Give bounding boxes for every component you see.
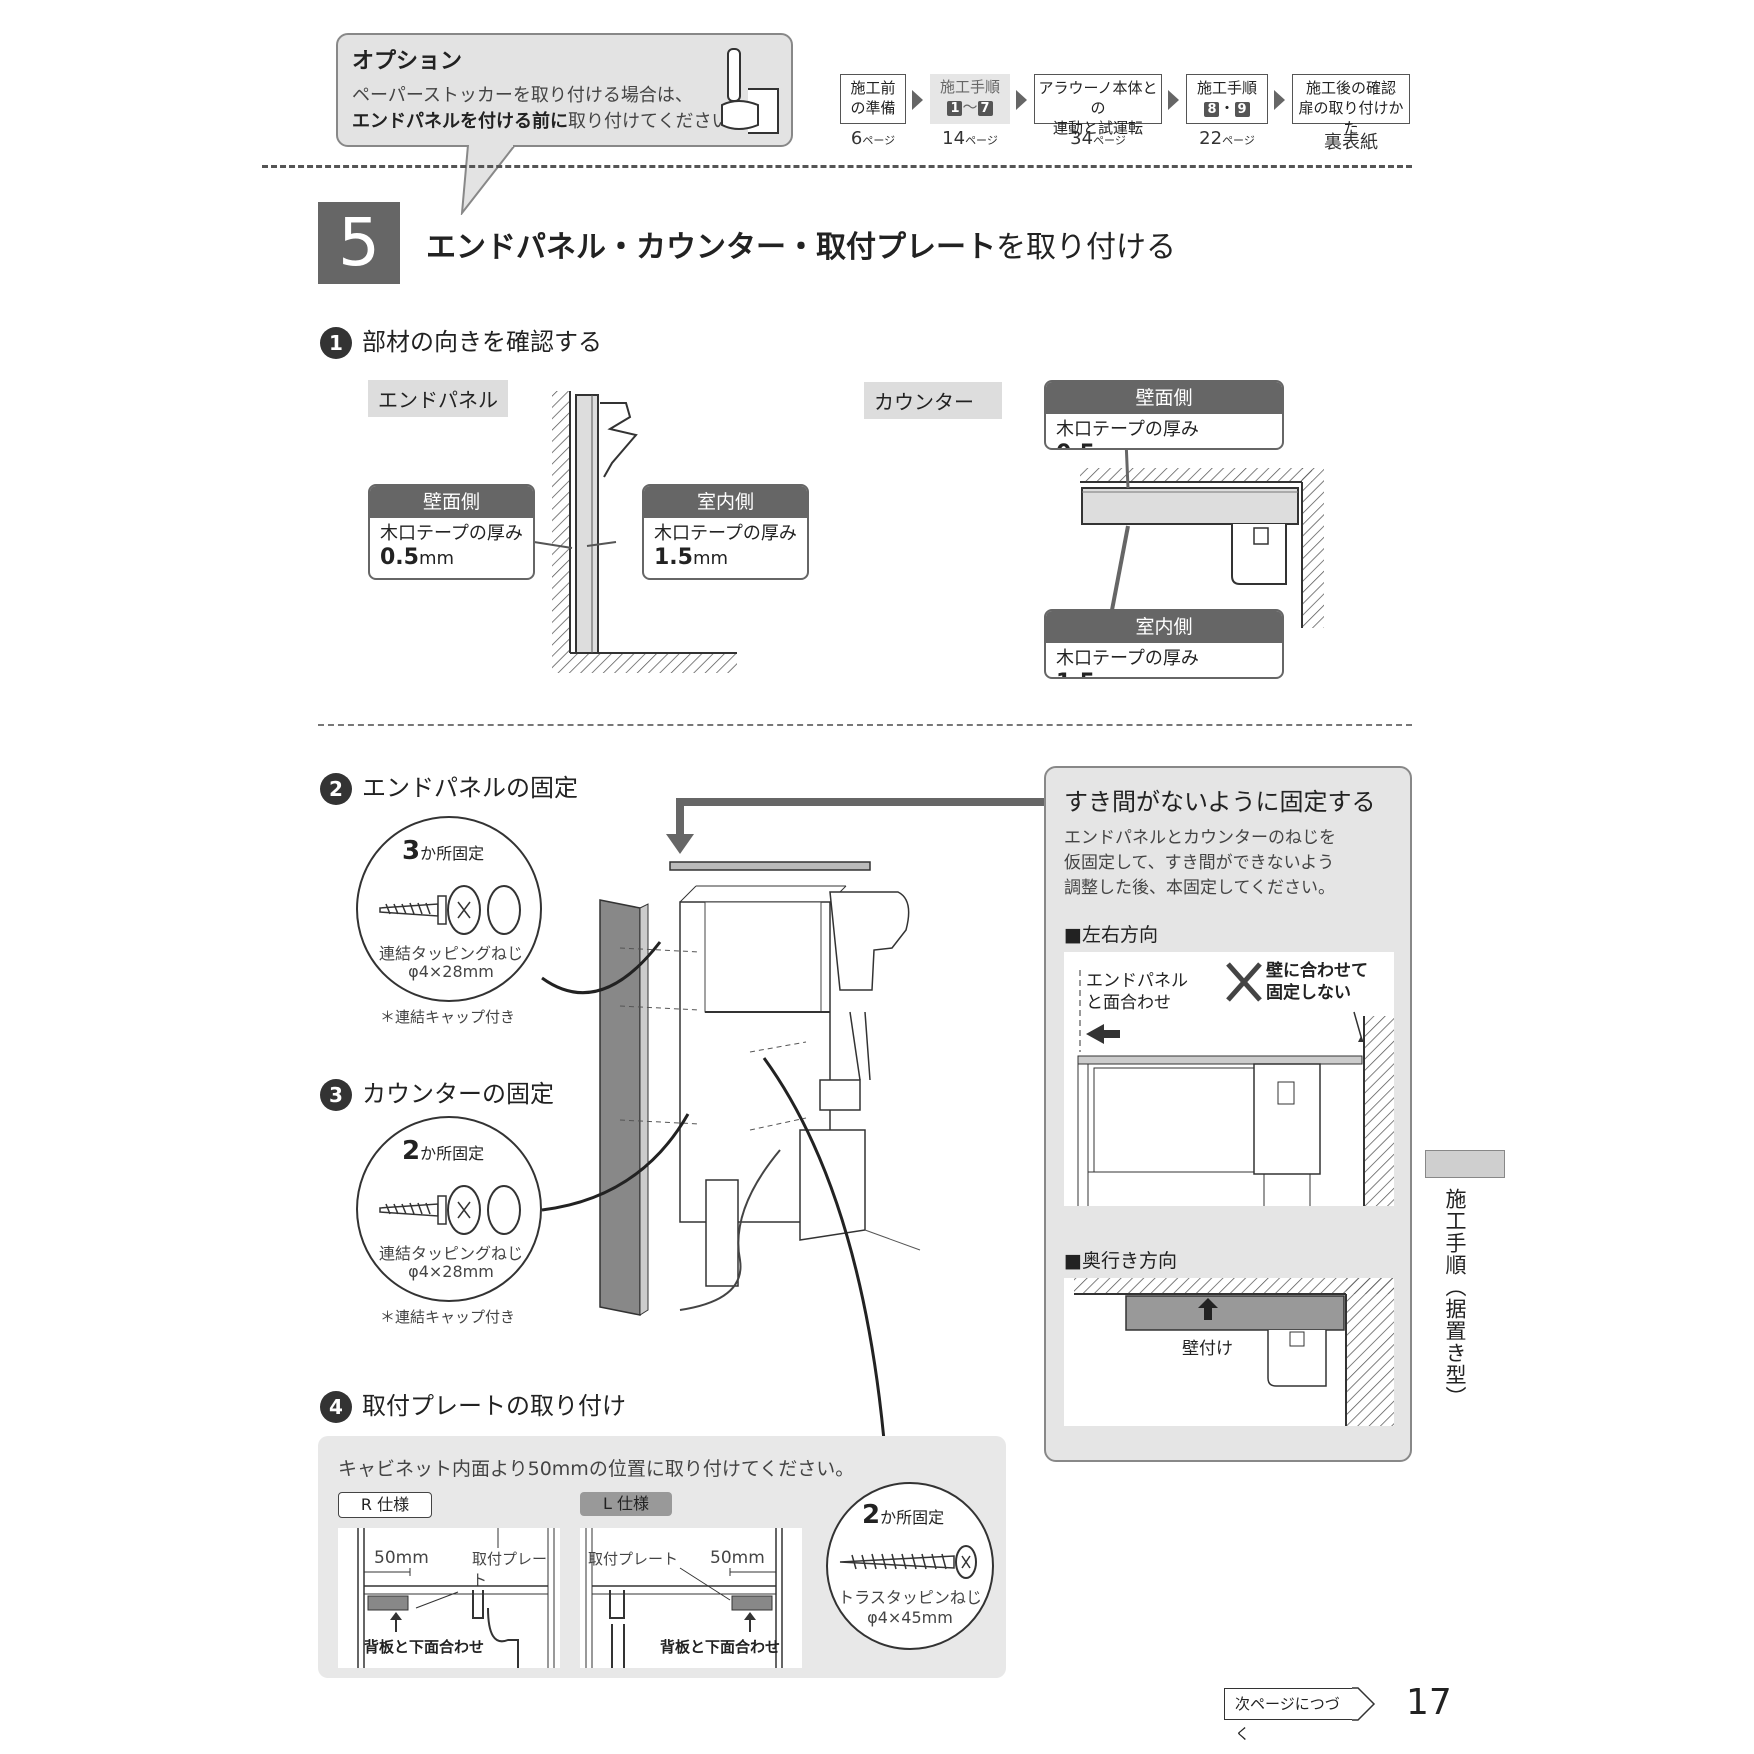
paper-stocker-icon	[721, 48, 779, 134]
nav-step-after[interactable]: 施工後の確認扉の取り付けかた	[1292, 74, 1410, 137]
nav-page-4: 22ページ	[1199, 128, 1255, 149]
nav-arrow-icon	[912, 90, 923, 110]
next-page-arrow-icon	[1352, 1687, 1376, 1721]
nav-arrow-icon	[1274, 90, 1285, 110]
nav-page-1: 6ページ	[850, 128, 896, 149]
nav-page-2: 14ページ	[942, 128, 998, 149]
tapping-screw-icon	[379, 1185, 521, 1235]
tip-body: エンドパネルとカウンターのねじを仮固定して、すき間ができないよう調整した後、本固…	[1064, 828, 1336, 898]
nav-step-prep[interactable]: 施工前の準備	[840, 74, 906, 124]
section-title: エンドパネル・カウンター・取付プレートを取り付ける	[426, 230, 1176, 265]
counter-diagram	[1080, 440, 1324, 628]
option-callout: オプション ペーパーストッカーを取り付ける場合は、 エンドパネルを付ける前に取り…	[336, 33, 793, 147]
divider-mid	[318, 724, 1412, 726]
tip-panel: すき間がないように固定する エンドパネルとカウンターのねじを仮固定して、すき間が…	[1044, 766, 1412, 1462]
step2-screw-detail: 3か所固定 連結タッピングねじ φ4×28mm	[356, 816, 542, 1002]
counter-tag: カウンター	[864, 382, 1002, 419]
endpanel-tag: エンドパネル	[368, 380, 508, 417]
nav-step-8-9[interactable]: 施工手順 8・9	[1186, 74, 1268, 124]
callout-pointer	[460, 145, 517, 215]
step3-screw-detail: 2か所固定 連結タッピングねじ φ4×28mm	[356, 1116, 542, 1302]
step4-screw-detail: 2か所固定 トラスタッピンねじ φ4×45mm	[826, 1482, 994, 1650]
nav-step-1-7[interactable]: 施工手順 1～7	[930, 74, 1010, 124]
l-spec-tag: L 仕様	[580, 1492, 672, 1516]
tip-title: すき間がないように固定する	[1064, 788, 1376, 816]
truss-screw-icon	[839, 1545, 977, 1579]
nav-step-linkage[interactable]: アラウーノ本体との連動と試運転	[1034, 74, 1162, 137]
endpanel-leader-lines	[533, 541, 617, 549]
cabinet-assembly-diagram	[541, 798, 1044, 1441]
step2-note: ＊連結キャップ付き	[380, 1008, 516, 1026]
page-number: 17	[1406, 1682, 1452, 1723]
nav-arrow-icon	[1168, 90, 1179, 110]
nav-page-3: 34ページ	[1070, 128, 1126, 149]
tapping-screw-icon	[379, 885, 521, 935]
side-section-label: 施工手順（据置き型）	[1443, 1188, 1467, 1408]
option-text-1: ペーパーストッカーを取り付ける場合は、	[352, 85, 693, 106]
r-spec-tag: R 仕様	[338, 1492, 432, 1518]
section-number: 5	[318, 202, 400, 284]
r-spec-diagram: 50mm 取付プレート 背板と下面合わせ	[338, 1528, 560, 1668]
option-text-2: エンドパネルを付ける前に取り付けてください。	[352, 111, 748, 132]
step4-instruction: キャビネット内面より50mmの位置に取り付けてください。	[338, 1458, 855, 1480]
tip-lr-diagram: エンドパネルと面合わせ 壁に合わせて固定しない	[1064, 952, 1394, 1206]
tip-depth-title: ■奥行き方向	[1064, 1250, 1177, 1272]
option-title: オプション	[352, 49, 463, 74]
endpanel-diagram	[552, 391, 737, 673]
nav-page-5: 裏表紙	[1324, 132, 1378, 153]
nav-arrow-icon	[1016, 90, 1027, 110]
side-tab-marker	[1425, 1150, 1505, 1178]
tip-lr-title: ■左右方向	[1064, 924, 1158, 946]
l-spec-diagram: 50mm 取付プレート 背板と下面合わせ	[580, 1528, 802, 1668]
tip-depth-diagram: 壁付け	[1064, 1278, 1394, 1426]
step3-note: ＊連結キャップ付き	[380, 1308, 516, 1326]
divider-top	[262, 165, 1412, 168]
next-page-label[interactable]: 次ページにつづく	[1224, 1688, 1354, 1743]
